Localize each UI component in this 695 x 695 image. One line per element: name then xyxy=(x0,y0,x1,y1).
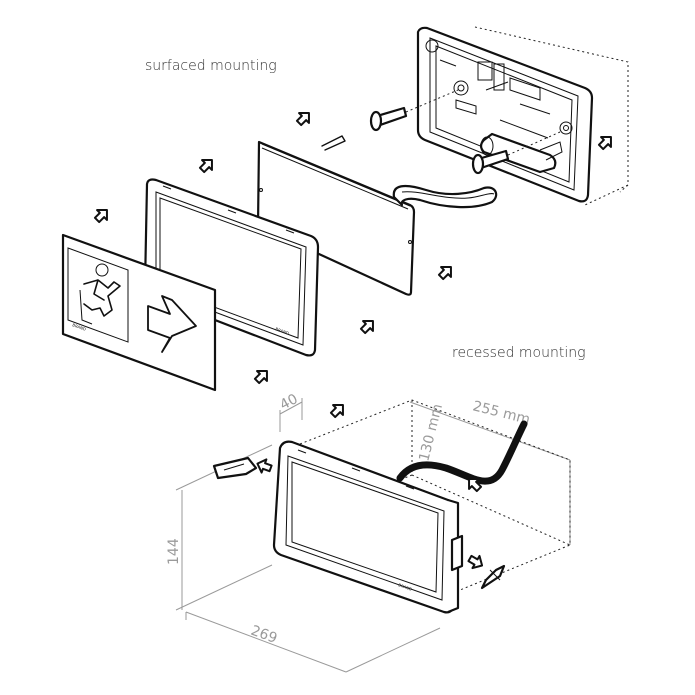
wall-plug xyxy=(321,135,346,151)
svg-text:BRAND: BRAND xyxy=(275,326,290,336)
dimension-cutout-height: 130 mm xyxy=(416,402,446,463)
rotate-arrow-icon xyxy=(295,112,310,127)
rotate-arrow-icon xyxy=(437,266,452,281)
rotate-arrow-icon xyxy=(253,370,268,385)
mounting-screw-upper xyxy=(369,89,459,132)
rotate-arrow-icon xyxy=(597,136,612,151)
recessed-mounting-label: recessed mounting xyxy=(452,345,586,361)
svg-text:BRAND: BRAND xyxy=(398,582,413,592)
surfaced-mounting-label: surfaced mounting xyxy=(145,58,277,74)
clip-rotate-arrows xyxy=(256,458,484,570)
rotate-arrows xyxy=(93,112,612,419)
dimension-depth: 40 xyxy=(277,391,300,413)
surface-back-box xyxy=(416,26,629,206)
spring-clip-right xyxy=(480,564,506,590)
rotate-arrow-icon xyxy=(359,320,374,335)
rotate-arrow-icon xyxy=(93,209,108,224)
mounting-screw-lower xyxy=(471,131,561,175)
arrow-right-pictogram xyxy=(147,295,197,353)
running-man-pictogram xyxy=(79,263,121,325)
spring-clip-left xyxy=(212,456,258,480)
svg-text:BRAND: BRAND xyxy=(72,322,87,332)
exit-sign-legend: BRAND xyxy=(61,233,217,392)
rotate-arrow-icon xyxy=(198,159,213,174)
gear-tray-plate xyxy=(256,140,498,296)
dimension-height: 144 xyxy=(166,538,182,565)
recessed-luminaire: BRAND xyxy=(272,440,464,614)
rotate-arrow-icon xyxy=(256,458,273,474)
rotate-arrow-icon xyxy=(468,478,483,493)
rotate-arrow-icon xyxy=(329,404,344,419)
dimension-width: 269 xyxy=(249,623,280,647)
rotate-arrow-icon xyxy=(467,554,484,570)
